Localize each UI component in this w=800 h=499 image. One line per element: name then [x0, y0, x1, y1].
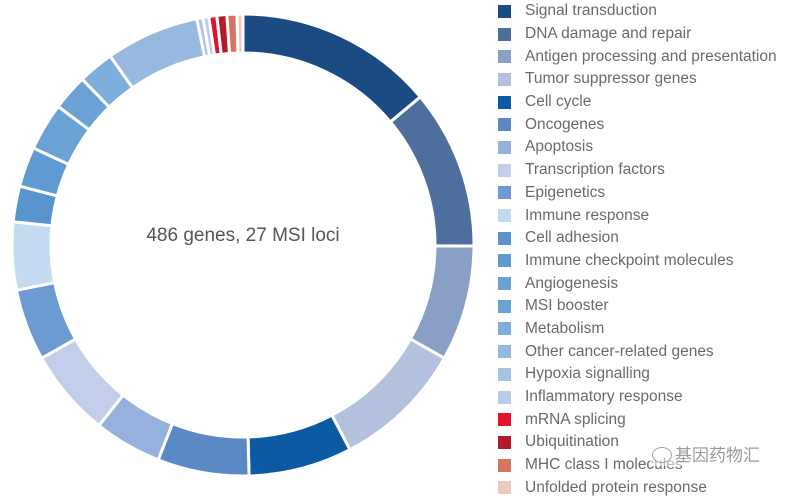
- legend-swatch: [498, 27, 511, 41]
- watermark-text: 基因药物汇: [675, 446, 760, 465]
- legend-label: Angiogenesis: [525, 274, 619, 292]
- legend-swatch: [498, 95, 511, 109]
- donut-segment-oncogenes: [156, 421, 251, 478]
- legend-item: Apoptosis: [498, 136, 777, 159]
- center-label: 486 genes, 27 MSI loci: [146, 225, 340, 246]
- legend-item: mRNA splicing: [498, 408, 777, 431]
- legend-item: Other cancer-related genes: [498, 340, 777, 363]
- legend-swatch: [498, 322, 511, 336]
- legend-label: Signal transduction: [525, 2, 657, 20]
- watermark: 基因药物汇: [650, 441, 762, 466]
- legend-item: Cell adhesion: [498, 227, 777, 250]
- legend-label: MHC class I molecules: [525, 456, 683, 474]
- donut-segment-cell-cycle: [246, 413, 352, 478]
- legend-swatch: [498, 367, 511, 381]
- donut-segment-antigen-processing-and-presentation: [408, 244, 476, 361]
- legend-item: Epigenetics: [498, 182, 777, 205]
- legend-swatch: [498, 4, 511, 18]
- legend-item: Transcription factors: [498, 159, 777, 182]
- legend-swatch: [498, 140, 511, 154]
- legend-item: DNA damage and repair: [498, 23, 777, 46]
- legend-label: Cell cycle: [525, 93, 592, 111]
- legend-swatch: [498, 345, 511, 359]
- legend-label: Tumor suppressor genes: [525, 70, 697, 88]
- legend-swatch: [498, 458, 511, 472]
- legend-swatch: [498, 231, 511, 245]
- legend-swatch: [498, 186, 511, 200]
- legend-label: Oncogenes: [525, 115, 605, 133]
- donut-segment-unfolded-protein-response: [235, 12, 245, 55]
- legend-item: MHC class I molecules: [498, 454, 777, 477]
- donut-segment-tumor-suppressor-genes: [329, 337, 447, 452]
- legend-label: Inflammatory response: [525, 388, 683, 406]
- legend-item: Metabolism: [498, 318, 777, 341]
- legend-label: mRNA splicing: [525, 410, 626, 428]
- donut-segment-other-cancer-related-genes: [108, 16, 207, 90]
- legend-item: Unfolded protein response: [498, 476, 777, 499]
- legend-label: Transcription factors: [525, 161, 665, 179]
- legend-item: Signal transduction: [498, 0, 777, 23]
- legend-label: Hypoxia signalling: [525, 365, 650, 383]
- legend-item: Immune response: [498, 204, 777, 227]
- legend-swatch: [498, 50, 511, 64]
- legend-label: Immune response: [525, 206, 650, 224]
- legend-swatch: [498, 413, 511, 427]
- legend-swatch: [498, 209, 511, 223]
- legend-item: Oncogenes: [498, 113, 777, 136]
- legend-label: Epigenetics: [525, 183, 606, 201]
- legend-label: Metabolism: [525, 319, 605, 337]
- legend-label: MSI booster: [525, 297, 609, 315]
- donut-segment-dna-damage-and-repair: [388, 94, 476, 248]
- legend-item: Antigen processing and presentation: [498, 45, 777, 68]
- legend-label: DNA damage and repair: [525, 25, 692, 43]
- legend-label: Apoptosis: [525, 138, 594, 156]
- wechat-icon: [652, 447, 672, 463]
- legend-label: Ubiquitination: [525, 433, 619, 451]
- legend-item: Hypoxia signalling: [498, 363, 777, 386]
- legend-swatch: [498, 163, 511, 177]
- legend-swatch: [498, 390, 511, 404]
- legend-swatch: [498, 118, 511, 132]
- legend-swatch: [498, 277, 511, 291]
- legend-item: Ubiquitination: [498, 431, 777, 454]
- legend-swatch: [498, 481, 511, 495]
- legend-item: Tumor suppressor genes: [498, 68, 777, 91]
- legend-label: Immune checkpoint molecules: [525, 251, 734, 269]
- legend-item: Cell cycle: [498, 91, 777, 114]
- legend-item: Inflammatory response: [498, 386, 777, 409]
- legend-swatch: [498, 254, 511, 268]
- legend-label: Unfolded protein response: [525, 478, 707, 496]
- donut-chart: [10, 12, 476, 478]
- legend-item: MSI booster: [498, 295, 777, 318]
- legend-label: Antigen processing and presentation: [525, 47, 777, 65]
- legend-swatch: [498, 72, 511, 86]
- donut-segment-immune-response: [10, 220, 57, 292]
- legend-swatch: [498, 299, 511, 313]
- legend-label: Cell adhesion: [525, 229, 619, 247]
- legend-item: Angiogenesis: [498, 272, 777, 295]
- legend-label: Other cancer-related genes: [525, 342, 714, 360]
- legend-swatch: [498, 435, 511, 449]
- donut-segment-signal-transduction: [241, 12, 423, 125]
- legend-item: Immune checkpoint molecules: [498, 250, 777, 273]
